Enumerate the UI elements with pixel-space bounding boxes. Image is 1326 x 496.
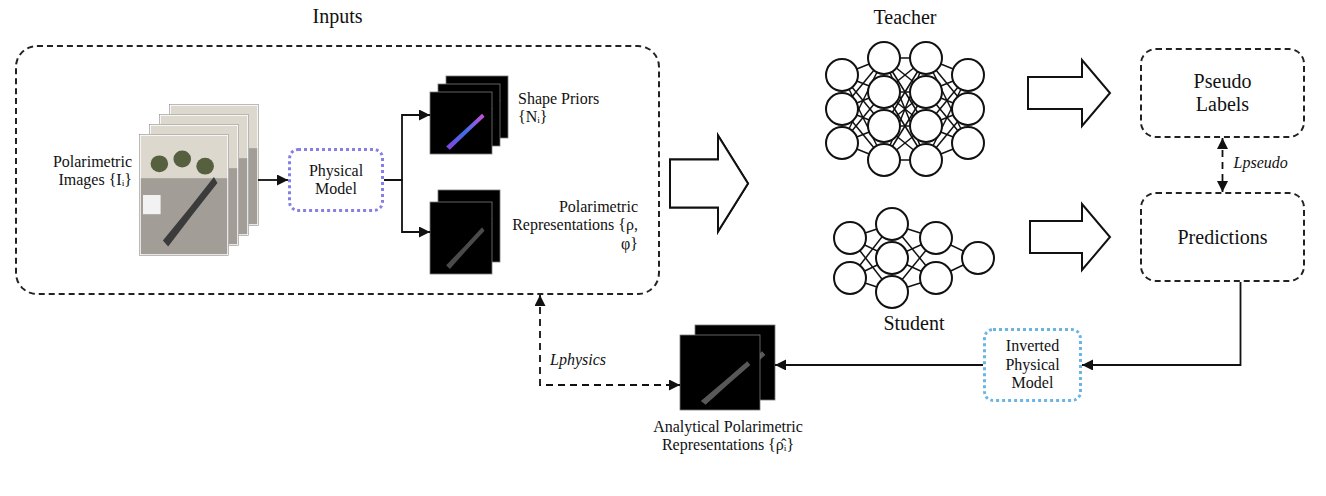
- process-label: Inverted Physical Model: [992, 337, 1073, 392]
- network-neuron: [920, 262, 952, 294]
- network-neuron: [868, 42, 900, 74]
- photo-knife: [163, 177, 218, 247]
- network-label: Teacher: [826, 6, 984, 29]
- output-box: Pseudo Labels: [1140, 48, 1305, 138]
- dark-frame: [430, 92, 492, 154]
- connector: [1222, 138, 1224, 192]
- network-neuron: [834, 262, 866, 294]
- photo-remote: [143, 195, 161, 214]
- network-neuron: [910, 42, 942, 74]
- image-label: Polarimetric Images {Iᵢ}: [32, 153, 132, 190]
- network-neuron: [826, 127, 858, 159]
- label-holder: Shape Priors {Nᵢ}: [518, 90, 630, 127]
- network-neuron: [876, 208, 908, 240]
- image-stack: Analytical Polarimetric Representations …: [680, 325, 775, 410]
- loss-label: Lphysics: [548, 351, 608, 369]
- photo-plant: [173, 151, 191, 168]
- process-label: Physical Model: [297, 162, 375, 199]
- label-holder: Polarimetric Representations {ρ, φ}: [510, 198, 638, 253]
- label-holder: Polarimetric Images {Iᵢ}: [32, 153, 132, 190]
- image-stack: Shape Priors {Nᵢ}: [430, 76, 508, 154]
- network-neuron: [834, 222, 866, 254]
- student-network: [834, 208, 994, 308]
- network-neuron: [910, 110, 942, 142]
- network-neuron: [952, 59, 984, 91]
- shape-prior-map: [430, 92, 492, 154]
- photo-frame: [140, 135, 228, 255]
- network-neuron: [952, 127, 984, 159]
- photo-plant: [196, 158, 214, 175]
- network-neuron: [868, 110, 900, 142]
- connector: [258, 179, 288, 181]
- teacher-network: [826, 42, 984, 176]
- image-stack: Polarimetric Images {Iᵢ}: [140, 105, 258, 255]
- network-neuron: [826, 93, 858, 125]
- image-label: Shape Priors {Nᵢ}: [518, 90, 630, 127]
- input-group: InputsPolarimetric Images {Iᵢ}Physical M…: [15, 45, 660, 295]
- knife-map: [701, 361, 751, 405]
- loss-label: Lpseudo: [1232, 154, 1290, 172]
- process-box: Inverted Physical Model: [983, 328, 1082, 401]
- knife-map: [446, 227, 484, 269]
- label-holder: Teacher: [826, 6, 984, 29]
- connector: [540, 295, 680, 385]
- network-neuron: [962, 242, 994, 274]
- network-neuron: [876, 242, 908, 274]
- label-holder: Analytical Polarimetric Representations …: [638, 418, 818, 455]
- network-neuron: [920, 222, 952, 254]
- neural-network: Teacher: [826, 42, 984, 176]
- block-arrow: [1028, 60, 1110, 126]
- analytical-map: [680, 335, 760, 410]
- network-neuron: [826, 59, 858, 91]
- network-label: Student: [834, 312, 994, 335]
- image-label: Polarimetric Representations {ρ, φ}: [510, 198, 638, 253]
- photo-plant: [151, 155, 169, 172]
- box-label: Predictions: [1178, 226, 1268, 249]
- neural-network: Student: [834, 208, 994, 308]
- block-arrow: [670, 136, 748, 232]
- connector: [384, 115, 430, 180]
- connector: [1082, 282, 1241, 365]
- network-neuron: [910, 76, 942, 108]
- network-neuron: [876, 276, 908, 308]
- photo-edge: [140, 135, 229, 256]
- connector: [384, 180, 430, 232]
- photo: [140, 135, 229, 256]
- knife-map: [446, 114, 484, 150]
- output-box: Predictions: [1140, 192, 1305, 282]
- network-neuron: [952, 93, 984, 125]
- photo-desk: [140, 135, 228, 255]
- connector: [775, 364, 983, 366]
- image-label: Analytical Polarimetric Representations …: [638, 418, 818, 455]
- photo-wall: [140, 135, 228, 178]
- block-arrow: [670, 136, 748, 232]
- label-holder: Student: [834, 312, 994, 335]
- process-box: Physical Model: [288, 148, 384, 212]
- network-neuron: [868, 144, 900, 176]
- label-holder: Inputs: [17, 5, 658, 28]
- dark-frame: [680, 335, 760, 410]
- network-neuron: [910, 144, 942, 176]
- block-arrow: [1030, 204, 1110, 270]
- polarimetric-map: [430, 202, 492, 274]
- group-title: Inputs: [17, 5, 658, 28]
- dark-frame: [430, 202, 492, 274]
- network-neuron: [868, 76, 900, 108]
- image-stack: Polarimetric Representations {ρ, φ}: [430, 190, 500, 274]
- box-label: Pseudo Labels: [1178, 70, 1268, 116]
